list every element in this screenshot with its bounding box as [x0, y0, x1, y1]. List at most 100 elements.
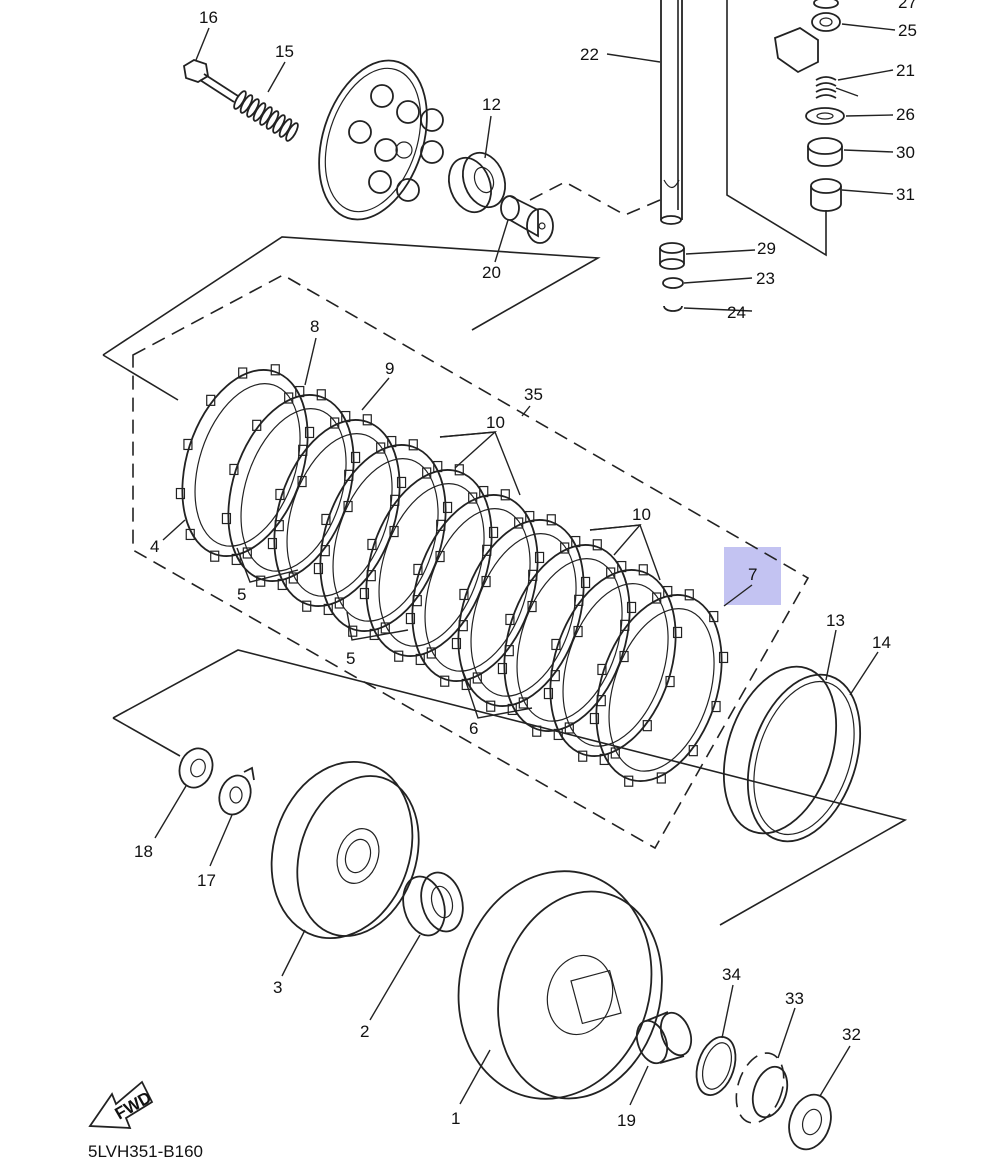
plate-tab [426, 647, 436, 659]
label-31[interactable]: 31 [896, 185, 915, 204]
label-29[interactable]: 29 [757, 239, 776, 258]
plate-tab [394, 650, 404, 662]
plate-tab [256, 575, 266, 587]
plate-tab [672, 626, 683, 639]
label-24[interactable]: 24 [727, 303, 746, 322]
plate-tab [486, 700, 496, 712]
plate-tab [270, 364, 280, 376]
label-14[interactable]: 14 [872, 633, 891, 652]
plate-tab [304, 426, 315, 439]
plate-tab [267, 537, 278, 550]
clutch-plate [589, 589, 729, 787]
label-12[interactable]: 12 [482, 95, 501, 114]
plate-tab [507, 703, 517, 716]
lower-guide-frame-side [112, 717, 181, 757]
plate-tab [553, 728, 563, 741]
plate-tab [343, 500, 353, 513]
plate-tab [344, 469, 354, 481]
thrust-washer-part-32 [788, 1093, 832, 1151]
plate-tab [551, 638, 561, 651]
lever-guide-frame [726, 0, 827, 257]
spring-part-21 [815, 76, 859, 99]
plate-tab [684, 589, 694, 601]
plate-tab [221, 512, 232, 525]
label-13[interactable]: 13 [826, 611, 845, 630]
plate-tab [238, 367, 248, 379]
plate-tab [334, 597, 344, 609]
label-20[interactable]: 20 [482, 263, 501, 282]
label-27[interactable]: 27 [898, 0, 917, 12]
label-10-lower[interactable]: 10 [632, 505, 651, 524]
plate-tab [665, 675, 675, 688]
label-22[interactable]: 22 [580, 45, 599, 64]
needle-bearing-part-19 [635, 1011, 693, 1065]
clutch-plate [497, 539, 637, 737]
bearing-part-29 [659, 242, 685, 270]
lower-guide-frame [112, 649, 908, 926]
label-1[interactable]: 1 [451, 1109, 460, 1128]
spring-coil [285, 122, 299, 142]
plate-tab [580, 576, 591, 589]
plate-tab [302, 600, 312, 612]
plate-tab [718, 651, 729, 664]
friction-plate [175, 364, 315, 562]
label-21[interactable]: 21 [896, 61, 915, 80]
label-32[interactable]: 32 [842, 1025, 861, 1044]
plate-tab [482, 544, 492, 556]
label-23[interactable]: 23 [756, 269, 775, 288]
shaft-dashed-link [529, 181, 661, 216]
plate-tab [183, 438, 193, 451]
plate-tab [597, 663, 607, 676]
pressure-plate [318, 59, 444, 221]
plate-tab [440, 675, 450, 687]
plate-tab [442, 501, 453, 514]
plate-tab [711, 700, 721, 713]
label-17[interactable]: 17 [197, 871, 216, 890]
label-18[interactable]: 18 [134, 842, 153, 861]
clutch-plate [313, 439, 453, 637]
label-30[interactable]: 30 [896, 143, 915, 162]
label-10-upper[interactable]: 10 [486, 413, 505, 432]
label-2[interactable]: 2 [360, 1022, 369, 1041]
label-35[interactable]: 35 [524, 385, 543, 404]
washer-part-34 [695, 1036, 737, 1096]
plate-tab [638, 564, 648, 576]
label-4[interactable]: 4 [150, 537, 159, 556]
label-34[interactable]: 34 [722, 965, 741, 984]
label-8[interactable]: 8 [310, 317, 319, 336]
plate-tab [461, 678, 471, 691]
plate-tab [436, 519, 446, 531]
label-33[interactable]: 33 [785, 989, 804, 1008]
clutch-boss-part-3 [270, 760, 420, 940]
plate-tab [277, 578, 287, 591]
label-16[interactable]: 16 [199, 8, 218, 27]
clutch-pack-dashed-frame [132, 274, 810, 850]
plate-tab [330, 417, 340, 429]
plate-tab [546, 514, 556, 526]
label-3[interactable]: 3 [273, 978, 282, 997]
plate-tab [534, 551, 545, 564]
label-19[interactable]: 19 [617, 1111, 636, 1130]
label-15[interactable]: 15 [275, 42, 294, 61]
label-26[interactable]: 26 [896, 105, 915, 124]
plate-tab [624, 775, 634, 787]
label-6[interactable]: 6 [469, 719, 478, 738]
plate-tab [390, 494, 400, 506]
plate-tab [231, 553, 241, 566]
washer-part-26 [805, 107, 845, 125]
plate-tab [528, 569, 538, 581]
plate-tab [468, 492, 478, 504]
plate-tab [642, 720, 652, 732]
label-5-lower[interactable]: 5 [346, 649, 355, 668]
plate-tab [592, 539, 602, 551]
plate-tab [578, 750, 588, 762]
label-5-upper[interactable]: 5 [237, 585, 246, 604]
o-ring-part-13 [722, 665, 838, 835]
clutch-housing-part-1 [457, 870, 663, 1100]
label-25[interactable]: 25 [898, 21, 917, 40]
plate-tab [396, 476, 407, 489]
label-9[interactable]: 9 [385, 359, 394, 378]
plate-tab [488, 526, 499, 539]
plate-tab [252, 419, 262, 431]
label-7[interactable]: 7 [748, 565, 757, 584]
